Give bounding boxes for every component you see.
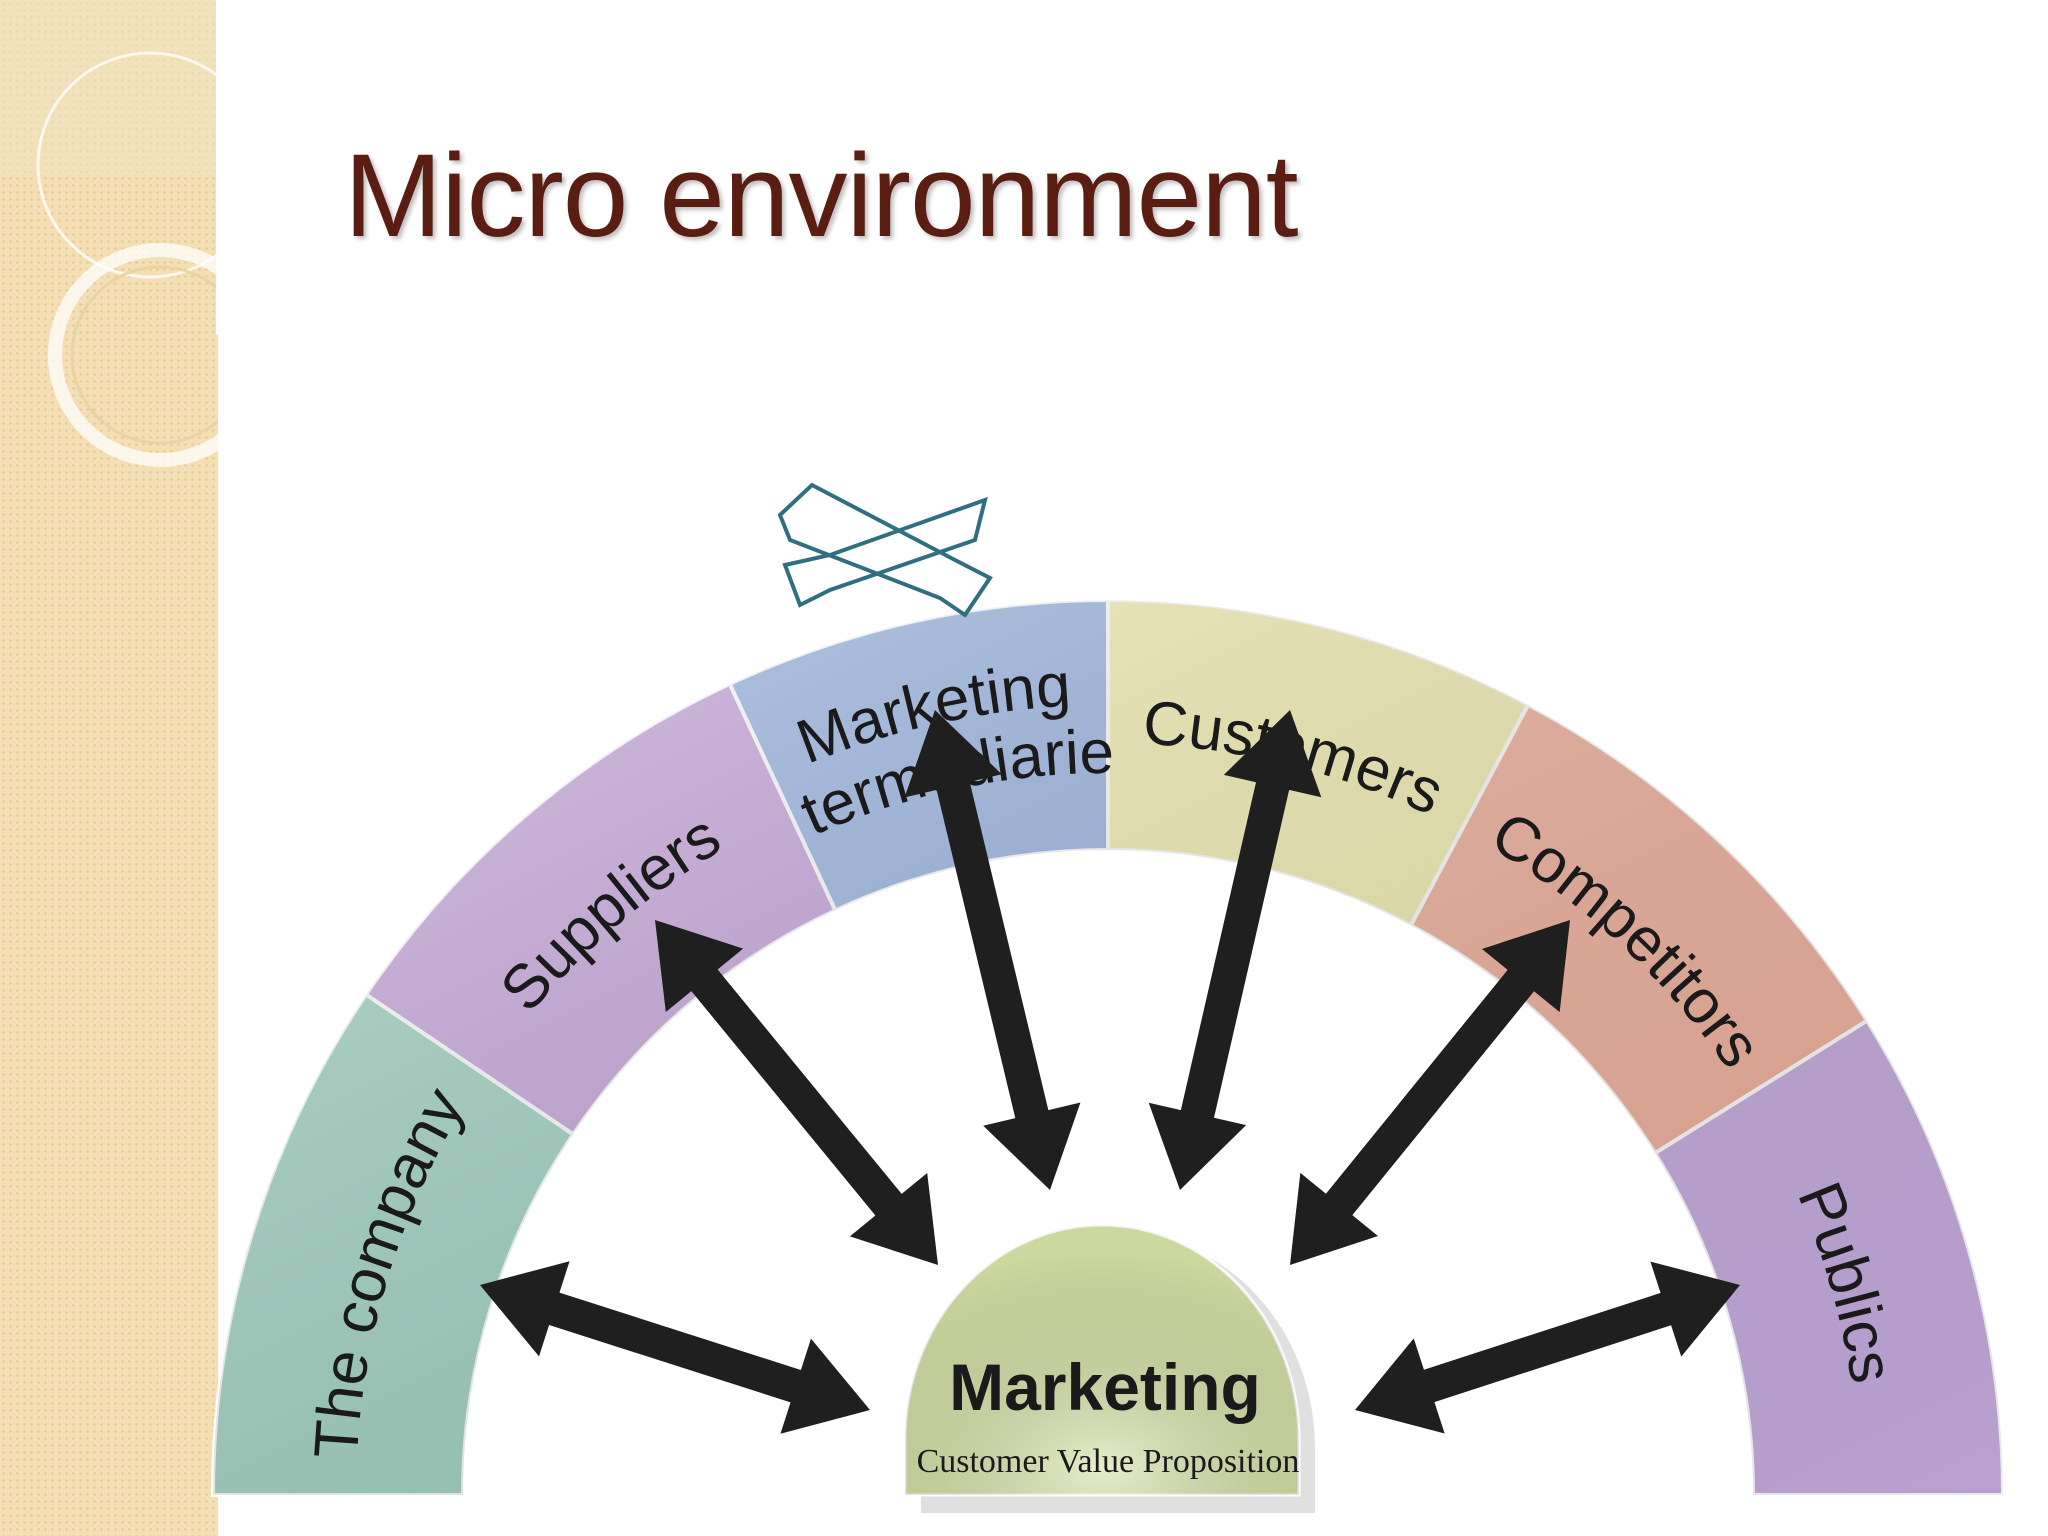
arc-segments [210,597,2006,1497]
center-title: Marketing [949,1350,1261,1424]
slide-title: Micro environment [344,130,1299,262]
decorative-rings-icon [0,0,218,467]
center-dome: Marketing Customer Value Proposition [903,1223,1315,1513]
overlay-arrow-outline [777,482,993,618]
overlay-arrow-outline [782,496,988,608]
double-arrow-icon [1148,710,1322,1190]
segment-sheen [213,600,2003,1495]
center-dome-sheen [905,1225,1299,1495]
double-arrow-icon [480,1261,870,1434]
center-subtitle: Customer Value Proposition [917,1443,1300,1480]
double-arrows [480,710,1740,1434]
double-arrow-icon [1290,920,1570,1265]
overlay-double-arrow-icon [777,482,993,618]
double-arrow-icon [904,710,1081,1190]
double-arrow-icon [1355,1261,1740,1434]
double-arrow-icon [655,920,938,1265]
decorative-side-strip [0,0,218,1536]
